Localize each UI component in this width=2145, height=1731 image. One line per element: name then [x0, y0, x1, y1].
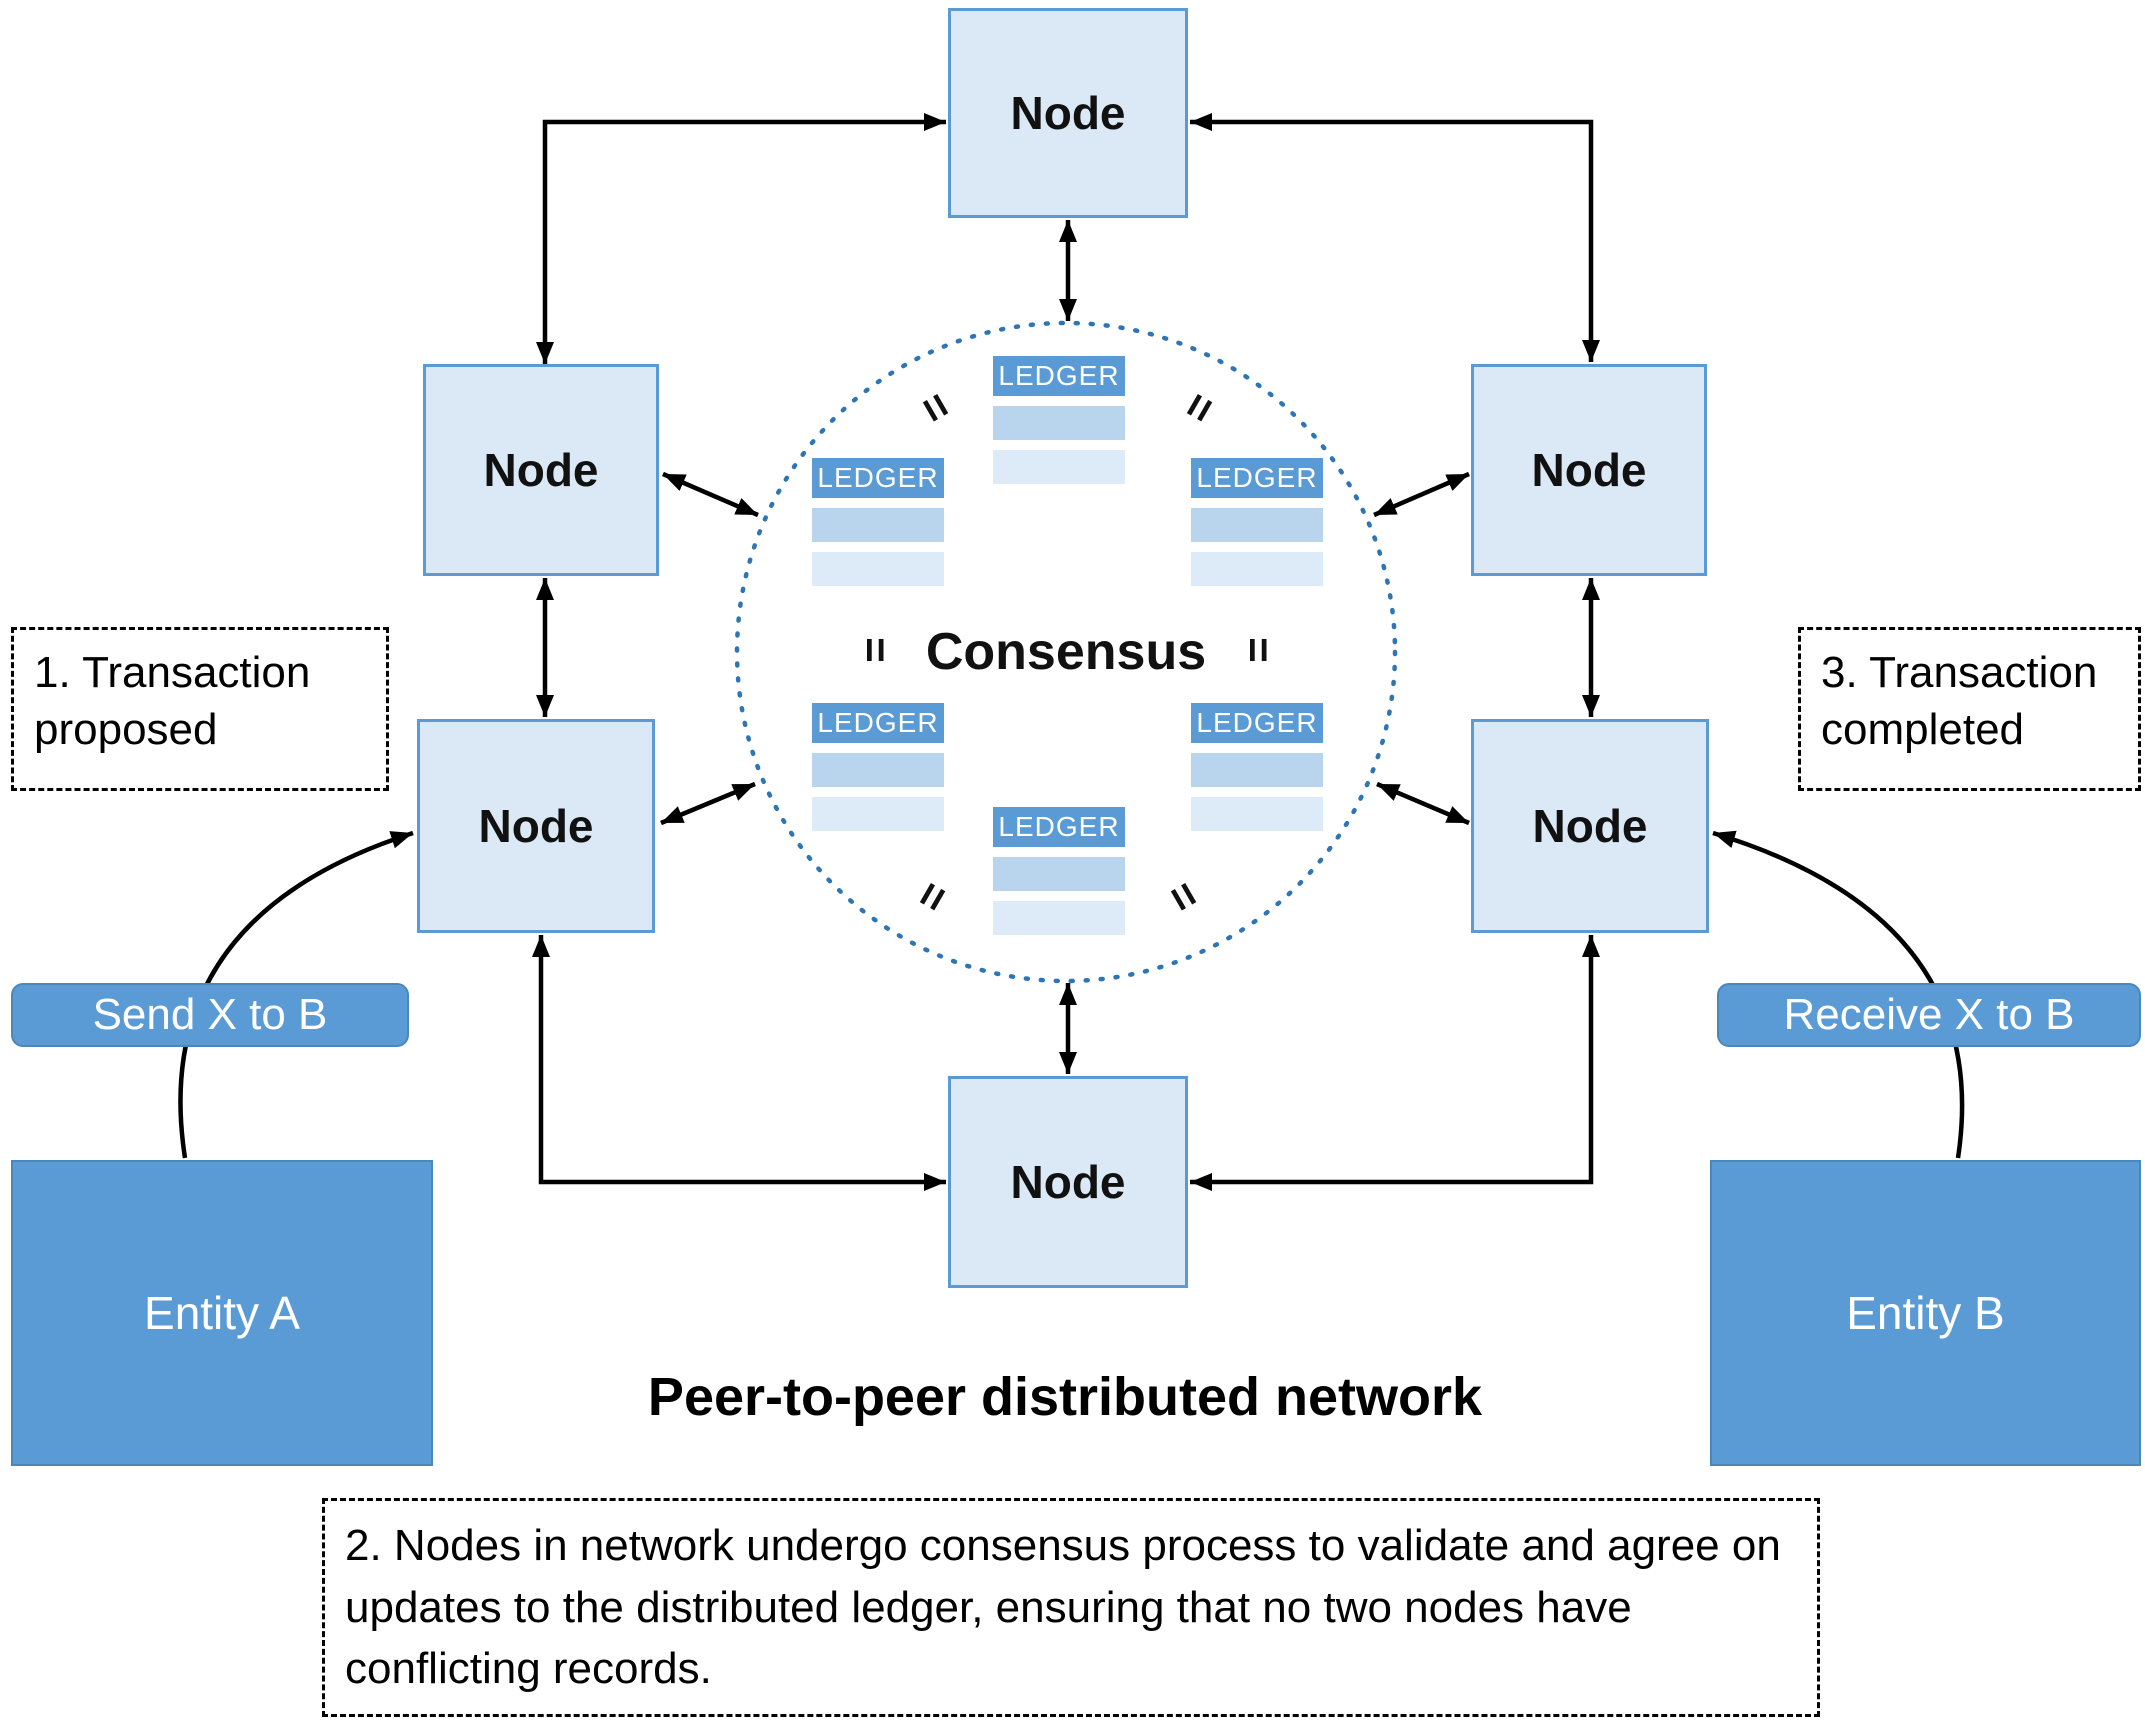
ledger-row — [993, 901, 1125, 935]
node-label: Node — [1531, 444, 1647, 496]
consensus-dotted-circle — [734, 320, 1398, 984]
ledger-row — [1191, 797, 1323, 831]
ledger-header: LEDGER — [812, 703, 944, 743]
ledger-row — [993, 450, 1125, 484]
arrow-entity-b-to-node — [1712, 830, 1965, 1159]
node-label: Node — [1532, 800, 1648, 852]
node-label: Node — [478, 800, 594, 852]
ledger-icon-bottom: LEDGER — [993, 807, 1125, 935]
ledger-row — [993, 857, 1125, 891]
arrow-lowerright-to-circle — [1376, 781, 1470, 826]
annotation-step2: 2. Nodes in network undergo consensus pr… — [322, 1498, 1820, 1717]
node-box-upper-right: Node — [1471, 364, 1707, 576]
arrow-upperleft-to-top — [536, 113, 946, 364]
node-label: Node — [483, 444, 599, 496]
entity-b-box: Entity B — [1710, 1160, 2141, 1466]
ledger-row — [812, 753, 944, 787]
ledger-icon-upper-left: LEDGER — [812, 458, 944, 586]
ledger-row — [1191, 753, 1323, 787]
arrow-top-to-upperright — [1190, 113, 1600, 362]
ledger-header: LEDGER — [1191, 458, 1323, 498]
node-box-lower-right: Node — [1471, 719, 1709, 933]
ledger-row — [1191, 552, 1323, 586]
annotation-step3: 3. Transaction completed — [1798, 627, 2141, 791]
ledger-row — [812, 508, 944, 542]
arrow-upperright-to-circle — [1373, 471, 1470, 518]
ledger-icon-lower-right: LEDGER — [1191, 703, 1323, 831]
arrow-upperleft-to-circle — [662, 471, 759, 518]
consensus-label: Consensus — [925, 623, 1207, 681]
node-box-bottom: Node — [948, 1076, 1188, 1288]
ledger-icon-lower-left: LEDGER — [812, 703, 944, 831]
ledger-row — [1191, 508, 1323, 542]
node-box-top: Node — [948, 8, 1188, 218]
arrow-entity-a-to-node — [178, 830, 414, 1159]
node-label: Node — [1010, 87, 1126, 139]
equals-mark-icon: = — [1234, 637, 1283, 663]
node-label: Node — [1010, 1156, 1126, 1208]
equals-mark-icon: = — [851, 637, 900, 663]
ledger-icon-upper-right: LEDGER — [1191, 458, 1323, 586]
ledger-header: LEDGER — [993, 807, 1125, 847]
diagram-title: Peer-to-peer distributed network — [647, 1367, 1483, 1427]
ledger-row — [812, 552, 944, 586]
entity-a-box: Entity A — [11, 1160, 433, 1466]
ledger-header: LEDGER — [1191, 703, 1323, 743]
ledger-header: LEDGER — [993, 356, 1125, 396]
ledger-row — [812, 797, 944, 831]
receive-label-pill: Receive X to B — [1717, 983, 2141, 1047]
node-box-upper-left: Node — [423, 364, 659, 576]
node-box-lower-left: Node — [417, 719, 655, 933]
arrow-lowerleft-to-circle — [660, 781, 756, 826]
send-label-pill: Send X to B — [11, 983, 409, 1047]
ledger-row — [993, 406, 1125, 440]
arrow-bottom-to-lowerright — [1190, 935, 1600, 1191]
annotation-step1: 1. Transaction proposed — [11, 627, 389, 791]
ledger-header: LEDGER — [812, 458, 944, 498]
arrow-lowerleft-to-bottom — [532, 935, 946, 1191]
ledger-icon-top: LEDGER — [993, 356, 1125, 484]
